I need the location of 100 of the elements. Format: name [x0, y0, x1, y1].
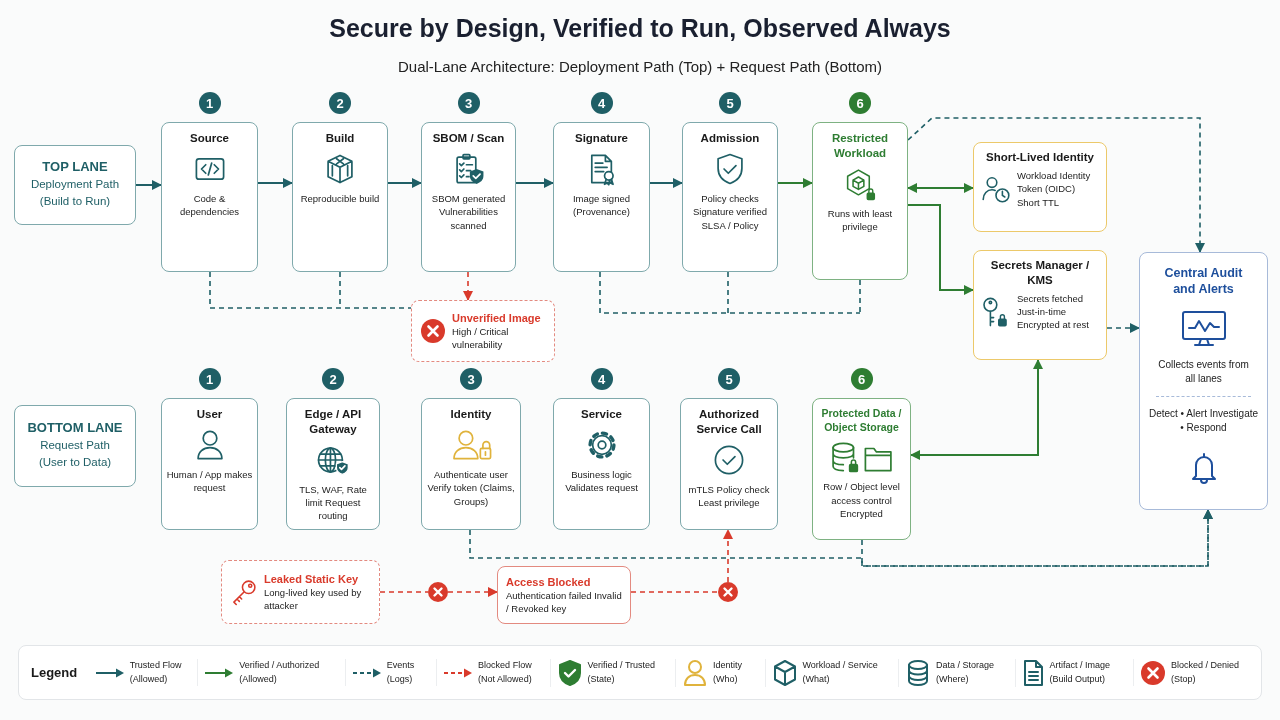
arrow [910, 359, 1043, 460]
service-card [973, 142, 1107, 232]
blocked-marker [428, 582, 448, 602]
card-description: Secrets fetched Just-in-time Encrypted at rest [1017, 291, 1090, 332]
arrow [649, 178, 683, 188]
step-title: Signature [574, 131, 628, 146]
legend-heading: Legend [31, 665, 78, 680]
legend-label: Workload / Service (What) [802, 659, 879, 686]
connector-line [630, 591, 719, 593]
arrow [135, 180, 162, 190]
step-description: mTLS Policy check Least privilege [687, 482, 771, 510]
connector-line [859, 279, 861, 314]
alert-title: Leaked Static Key [264, 571, 359, 586]
arrow [515, 178, 554, 188]
legend-label: Identity (Who) [713, 659, 744, 686]
arrow [387, 178, 422, 188]
step-title: Build [325, 131, 355, 146]
step-title: Admission [700, 131, 760, 146]
legend-label: Events (Logs) [386, 659, 416, 686]
step-badge: 2 [322, 368, 344, 390]
alert-card [411, 300, 555, 362]
panel-title: Central Audit and Alerts [1163, 265, 1244, 298]
step-description: TLS, WAF, Rate limit Request routing [298, 482, 368, 523]
arrow [723, 529, 733, 583]
step-title: User [196, 407, 223, 422]
card-title: Secrets Manager / KMS [989, 258, 1091, 288]
step-badge: 3 [460, 368, 482, 390]
step-description: Policy checks Signature verified SLSA / Policy [692, 191, 768, 232]
step-card [421, 122, 516, 272]
service-card [973, 250, 1107, 360]
step-card [680, 398, 778, 530]
lane-description: Deployment Path (Build to Run) [29, 177, 121, 210]
step-badge: 5 [719, 92, 741, 114]
alert-title: Access Blocked [506, 574, 591, 589]
step-card [292, 122, 388, 272]
step-card [553, 122, 650, 272]
step-description: Business logic Validates request [564, 467, 639, 495]
lane-title: TOP LANE [42, 159, 108, 177]
legend-label: Verified / Trusted (State) [587, 659, 657, 686]
arrow [907, 117, 1205, 253]
step-badge: 4 [590, 368, 613, 390]
alert-description: Authentication failed Invalid / Revoked key [506, 588, 622, 616]
lane-box [14, 405, 136, 487]
alert-title: Unverified Image [452, 310, 541, 325]
step-description: Human / App makes request [166, 467, 253, 495]
step-card [161, 122, 258, 272]
legend-label: Verified / Authorized (Allowed) [239, 659, 321, 686]
arrow [861, 509, 1213, 567]
panel-description: Detect • Alert Investigate • Respond [1148, 406, 1259, 435]
step-card [812, 398, 911, 540]
step-description: Reproducible build [300, 191, 380, 206]
alert-description: High / Critical vulnerability [452, 324, 510, 352]
step-description: Runs with least privilege [826, 206, 894, 234]
connector-line [379, 591, 429, 593]
connector-line [599, 271, 861, 314]
legend-label: Artifact / Image (Build Output) [1049, 659, 1111, 686]
connector-line [209, 271, 412, 309]
step-description: Authenticate user Verify token (Claims, Groups) [426, 467, 516, 508]
legend-label: Blocked Flow (Not Allowed) [478, 659, 533, 686]
step-card [812, 122, 908, 280]
arrow [907, 204, 974, 295]
step-card [421, 398, 521, 530]
alert-card [497, 566, 631, 624]
step-description: SBOM generated Vulnerabilities scanned [430, 191, 507, 232]
step-badge: 5 [718, 368, 740, 390]
legend-label: Data / Storage (Where) [936, 659, 996, 686]
step-badge: 1 [198, 368, 221, 390]
arrow [257, 178, 293, 188]
audit-panel [1139, 252, 1268, 510]
lane-box [14, 145, 136, 225]
subtitle: Dual-Lane Architecture: Deployment Path (Top) + Request Path (Bottom) [397, 58, 883, 75]
legend-label: Blocked / Denied (Stop) [1170, 659, 1240, 686]
step-badge: 6 [850, 368, 873, 390]
step-card [553, 398, 650, 530]
step-card [161, 398, 258, 530]
arrow [777, 178, 813, 188]
connector-line [727, 271, 729, 314]
step-title: Edge / API Gateway [303, 407, 363, 437]
step-title: Restricted Workload [830, 131, 890, 161]
step-title: SBOM / Scan [432, 131, 505, 146]
step-card [682, 122, 778, 272]
blocked-marker [718, 582, 738, 602]
arrow [1106, 323, 1140, 333]
step-badge: 3 [457, 92, 480, 114]
panel-description: Collects events from all lanes [1157, 357, 1250, 386]
step-card [286, 398, 380, 530]
legend-label: Trusted Flow (Allowed) [129, 659, 183, 686]
card-title: Short-Lived Identity [986, 150, 1094, 165]
step-title: Identity [450, 407, 492, 422]
step-badge: 1 [198, 92, 221, 114]
alert-card [221, 560, 380, 624]
step-title: Service [581, 407, 622, 422]
arrow [907, 183, 974, 193]
step-badge: 6 [849, 92, 871, 114]
step-description: Image signed (Provenance) [571, 191, 631, 219]
step-description: Code & dependencies [178, 191, 241, 219]
diagram-title: Secure by Design, Verified to Run, Observed Always [328, 14, 952, 43]
step-title: Source [190, 131, 229, 146]
arrow [447, 587, 498, 597]
step-title: Authorized Service Call [695, 407, 763, 437]
